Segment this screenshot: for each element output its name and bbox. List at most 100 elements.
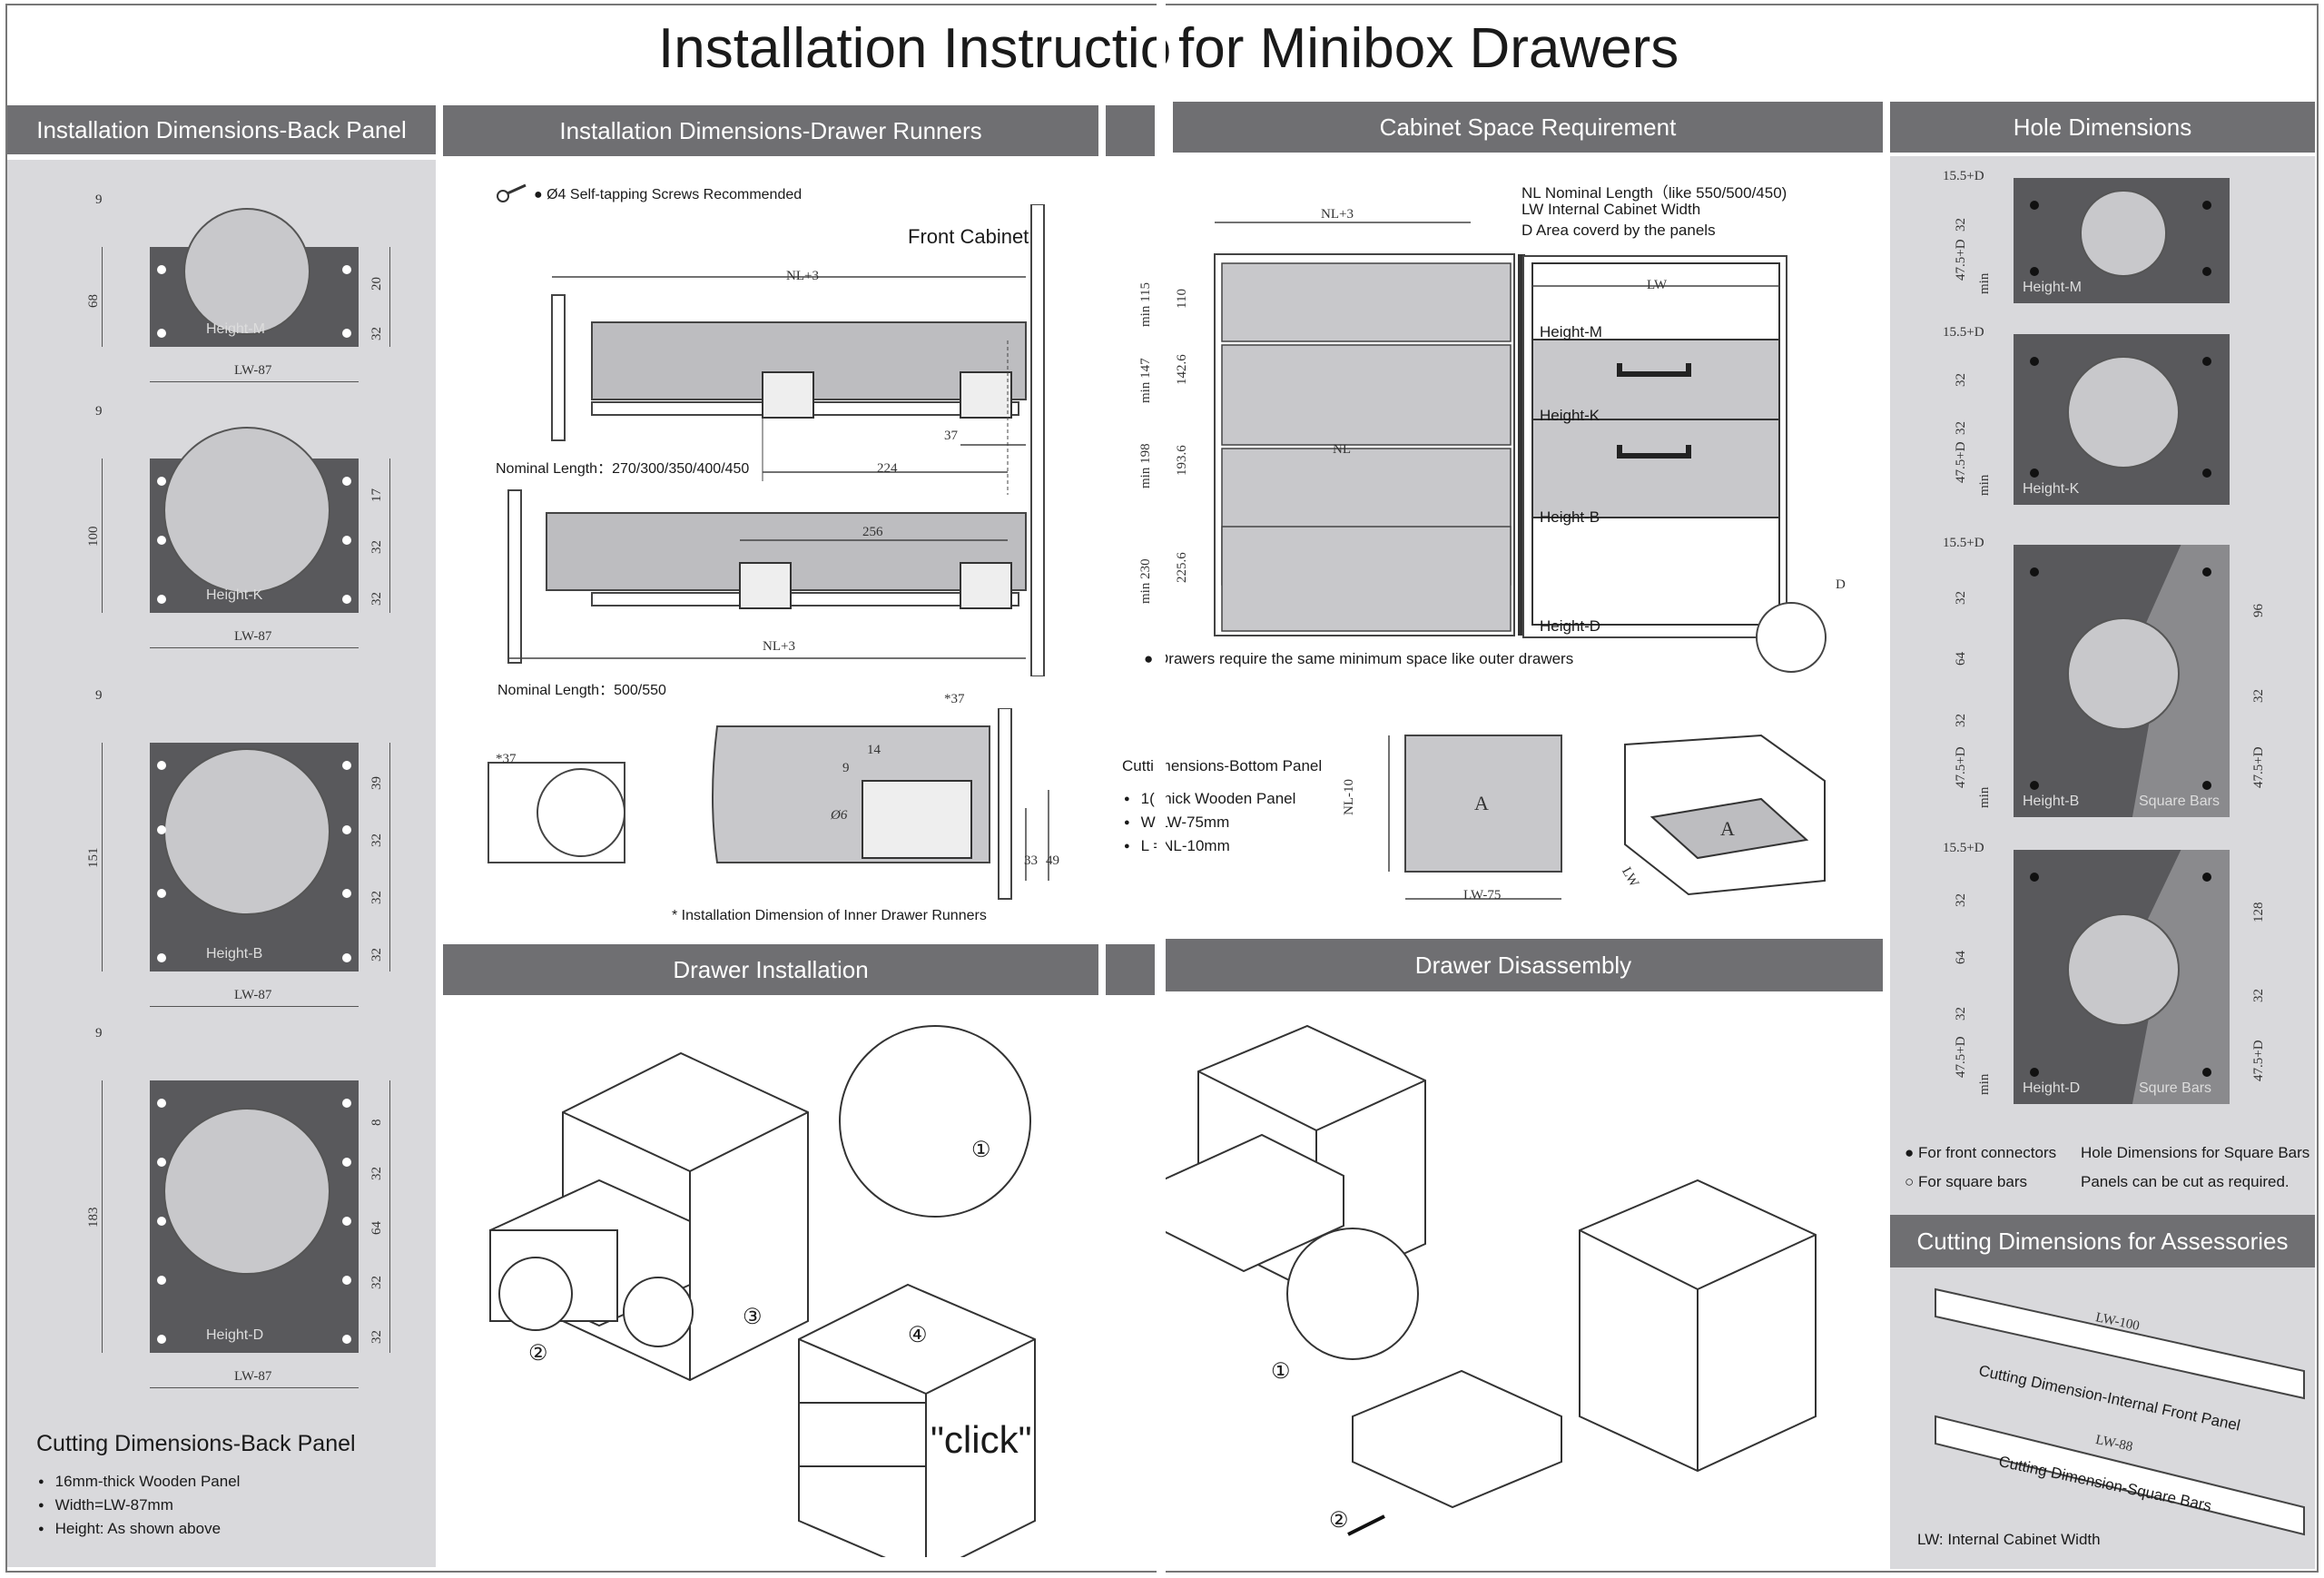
mount-hole: [342, 824, 351, 834]
detail-circle: [182, 207, 311, 336]
hole-left-dim: 32: [1954, 218, 1968, 232]
dim-256: 256: [862, 525, 883, 539]
click-label: "click": [931, 1418, 1032, 1461]
page-title-right: for Minibox Drawers: [1178, 17, 1679, 80]
back-side-dim: 32: [369, 326, 384, 340]
front-connector-dot: [2030, 567, 2039, 577]
dim-line: [102, 247, 103, 347]
front-connector-dot: [2202, 781, 2211, 790]
mount-hole: [157, 1158, 166, 1167]
front-connector-dot: [2030, 357, 2039, 366]
runner-diagram-1: [507, 204, 1045, 676]
cabinet-h-dim: 225.6: [1175, 552, 1189, 583]
back-side-dim: 32: [369, 1276, 384, 1289]
detail-circle: [163, 748, 330, 915]
hole-detail-circle: [2067, 356, 2180, 468]
dim-line: [150, 647, 359, 648]
back-side-dim: 39: [369, 775, 384, 790]
hole-top-dim: 15.5+D: [1943, 841, 1984, 855]
hole-right-dim: 47.5+D: [2251, 1040, 2266, 1081]
mount-hole: [157, 824, 166, 834]
cabinet-space-diagram: [1214, 222, 1827, 673]
mount-hole: [342, 1217, 351, 1226]
hole-right-dim: 47.5+D: [2251, 745, 2266, 788]
hole-detail-circle: [2067, 617, 2180, 730]
front-connector-dot: [2202, 468, 2211, 478]
hole-left-dim: 47.5+D: [1954, 1036, 1968, 1078]
mount-hole: [342, 761, 351, 770]
back-total-dim: 183: [86, 1207, 101, 1228]
front-connector-dot: [2030, 267, 2039, 276]
legend-lw: LW Internal Cabinet Width: [1521, 201, 1701, 218]
hole-top-dim: 15.5+D: [1943, 169, 1984, 183]
back-side-dim: 32: [369, 540, 384, 554]
bottom-a-1: A: [1474, 792, 1489, 814]
page-title: Installation Instructio: [658, 16, 1171, 81]
hole-right-dim: 32: [2251, 988, 2266, 1002]
front-connector-dot: [2030, 1068, 2039, 1077]
bottom-panel-item: W LW-75mm: [1124, 814, 1295, 832]
back-total-dim: 68: [86, 294, 101, 308]
hole-left-dim: 32: [1954, 590, 1968, 605]
header-cabinet-space: Cabinet Space Requirement: [1173, 102, 1883, 153]
cabinet-height-label: Height-M: [1540, 323, 1602, 340]
inner-runner-note: * Installation Dimension of Inner Drawer…: [672, 908, 987, 923]
legend-d: D Area coverd by the panels: [1521, 222, 1716, 239]
dim-nl3-2: NL+3: [763, 639, 795, 654]
header-drawer-disassembly: Drawer Disassembly: [1164, 939, 1883, 991]
step-4-install: ④: [908, 1323, 928, 1347]
header-back-panel: Installation Dimensions-Back Panel: [7, 105, 436, 154]
hole-left-dim: 32: [1954, 1007, 1968, 1021]
dim-line: [150, 381, 359, 382]
front-connector-dot: [2202, 1068, 2211, 1077]
front-connector-dot: [2202, 201, 2211, 210]
cutting-back-item: Height: As shown above: [38, 1520, 240, 1538]
hole-right-dim: 96: [2251, 604, 2266, 617]
dim-line: [389, 459, 390, 613]
bottom-lw75: LW-75: [1463, 888, 1502, 902]
hole-height-label: Height-K: [2023, 481, 2080, 497]
back-side-dim: 32: [369, 947, 384, 962]
dim-06: Ø6: [831, 808, 848, 823]
legend-nl: NL Nominal Length（like 550/500/450): [1521, 184, 1787, 202]
cabinet-height-label: Height-B: [1540, 508, 1600, 526]
dim-line: [102, 743, 103, 971]
back-side-dim: 32: [369, 1330, 384, 1344]
mount-hole: [157, 1276, 166, 1285]
hole-left-dim: 47.5+D: [1954, 239, 1968, 281]
front-connector-dot: [2030, 201, 2039, 210]
bottom-panel-diagram: [1388, 734, 1826, 900]
hole-note-1: Hole Dimensions for Square Bars: [2081, 1144, 2310, 1161]
header-runners: Installation Dimensions-Drawer Runners: [443, 105, 1098, 156]
hole-left-dim: 64: [1954, 652, 1968, 666]
dim-line: [102, 459, 103, 613]
front-connector-dot: [2202, 357, 2211, 366]
header-drawer-installation: Drawer Installation: [443, 944, 1098, 995]
cabinet-note: ● Drawers require the same minimum space…: [1144, 650, 1574, 667]
back-width-dim: LW-87: [234, 988, 272, 1002]
detail-circle: [163, 1108, 330, 1275]
bottom-panel-item: 1( thick Wooden Panel: [1124, 790, 1296, 808]
step-1-install: ①: [971, 1138, 991, 1162]
back-side-dim: 32: [369, 890, 384, 904]
front-connector-dot: [2030, 873, 2039, 882]
dim-d-cab: D: [1836, 577, 1846, 592]
back-side-dim: 32: [369, 1167, 384, 1180]
hole-height-label: Height-M: [2023, 280, 2082, 295]
back-side-dim: 20: [369, 276, 384, 291]
front-connector-dot: [2202, 267, 2211, 276]
mount-hole: [342, 1276, 351, 1285]
bottom-a-2: A: [1720, 817, 1735, 840]
header-runners-tail: [1106, 105, 1155, 156]
header-hole-dimensions: Hole Dimensions: [1890, 102, 2315, 153]
dim-line: [150, 1006, 359, 1007]
accessories-diagram: [1935, 1287, 2305, 1536]
inner-runner-diagram: [487, 708, 1049, 900]
mount-hole: [342, 953, 351, 962]
back-side-dim: 32: [369, 833, 384, 847]
screw-note: ● Ø4 Self-tapping Screws Recommended: [534, 187, 803, 202]
hole-left-dim: 64: [1954, 950, 1968, 964]
mount-hole: [342, 595, 351, 604]
step-2-disassembly: ②: [1329, 1508, 1349, 1533]
mount-hole: [157, 536, 166, 545]
